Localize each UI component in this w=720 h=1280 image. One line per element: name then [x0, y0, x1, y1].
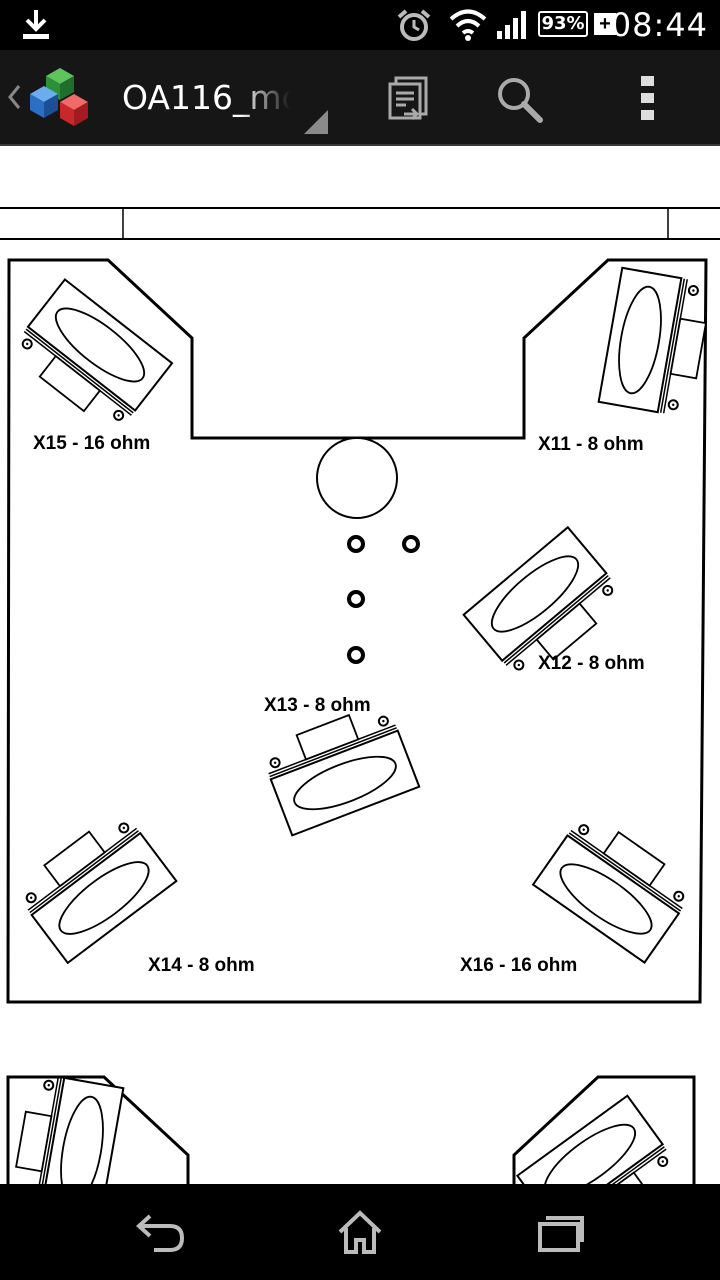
navigation-bar [0, 1184, 720, 1280]
speaker-x14 [11, 806, 178, 964]
label-x16: X16 - 16 ohm [460, 955, 577, 976]
home-icon[interactable] [336, 1208, 384, 1256]
label-x14: X14 - 8 ohm [148, 955, 255, 976]
document-page[interactable]: X15 - 16 ohm X11 - 8 ohm X12 - 8 ohm X13… [0, 146, 720, 1184]
speaker-next-right [516, 1094, 683, 1184]
board-outline [6, 258, 708, 1004]
speaker-x13 [258, 699, 421, 837]
app-logo-icon [30, 68, 88, 126]
label-x11: X11 - 8 ohm [538, 434, 644, 455]
speaker-x15 [7, 278, 174, 437]
search-icon[interactable] [494, 74, 546, 124]
next-page-board-left [6, 1075, 190, 1184]
dropdown-triangle-icon[interactable] [304, 110, 328, 134]
label-x13: X13 - 8 ohm [264, 695, 371, 716]
recent-apps-icon[interactable] [536, 1214, 586, 1254]
reflow-icon[interactable] [384, 74, 432, 122]
label-x12: X12 - 8 ohm [538, 653, 645, 674]
mounting-pads [347, 535, 420, 664]
wifi-icon [449, 9, 487, 41]
overflow-menu-icon[interactable] [638, 76, 658, 122]
center-hole [316, 437, 398, 519]
status-bar: 93% + 08:44 [0, 0, 720, 50]
back-icon[interactable] [134, 1214, 186, 1254]
next-page-board-right [512, 1075, 696, 1184]
app-home-button[interactable] [0, 50, 100, 144]
battery-icon: 93% [538, 11, 588, 37]
back-chevron-icon [8, 85, 21, 109]
speaker-next-left [8, 1071, 125, 1184]
document-title[interactable]: OA116_mod [122, 78, 290, 117]
action-bar: OA116_mod [0, 50, 720, 146]
title-block-lines [0, 207, 720, 240]
speaker-x11 [597, 266, 714, 419]
label-x15: X15 - 16 ohm [33, 433, 150, 454]
download-icon [23, 10, 49, 39]
charging-plus-icon: + [594, 13, 616, 35]
alarm-icon [397, 9, 431, 41]
clock: 08:44 [610, 6, 708, 44]
speaker-layout-drawing: X15 - 16 ohm X11 - 8 ohm X12 - 8 ohm X13… [0, 207, 720, 1184]
speaker-x16 [532, 808, 699, 964]
signal-icon [497, 11, 526, 39]
